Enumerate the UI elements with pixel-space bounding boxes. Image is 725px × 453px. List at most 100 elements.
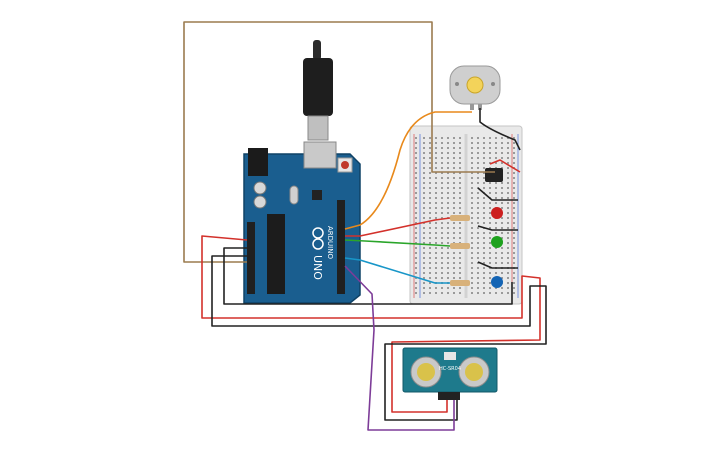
breadboard-hole bbox=[501, 222, 503, 224]
breadboard-hole bbox=[423, 182, 425, 184]
breadboard-hole bbox=[471, 237, 473, 239]
breadboard-hole bbox=[441, 202, 443, 204]
breadboard-hole bbox=[489, 202, 491, 204]
breadboard-hole bbox=[429, 252, 431, 254]
breadboard-hole bbox=[453, 272, 455, 274]
breadboard-hole bbox=[459, 142, 461, 144]
breadboard-hole bbox=[513, 232, 515, 234]
wire-orange bbox=[344, 111, 472, 230]
breadboard-hole bbox=[471, 192, 473, 194]
breadboard-hole bbox=[441, 232, 443, 234]
breadboard-hole bbox=[423, 257, 425, 259]
breadboard-hole bbox=[447, 277, 449, 279]
breadboard-hole bbox=[447, 262, 449, 264]
breadboard-hole bbox=[495, 162, 497, 164]
breadboard-hole bbox=[507, 162, 509, 164]
breadboard-hole bbox=[447, 247, 449, 249]
breadboard-hole bbox=[459, 182, 461, 184]
breadboard-hole bbox=[453, 267, 455, 269]
breadboard-hole bbox=[489, 232, 491, 234]
breadboard-hole bbox=[501, 202, 503, 204]
breadboard-hole bbox=[513, 142, 515, 144]
breadboard-hole bbox=[435, 152, 437, 154]
breadboard-hole bbox=[429, 212, 431, 214]
breadboard-hole bbox=[415, 292, 417, 294]
breadboard-hole bbox=[513, 137, 515, 139]
breadboard-hole bbox=[507, 157, 509, 159]
breadboard-hole bbox=[477, 227, 479, 229]
breadboard-hole bbox=[489, 242, 491, 244]
wire-brown bbox=[183, 21, 495, 263]
breadboard-hole bbox=[453, 152, 455, 154]
breadboard-hole bbox=[447, 162, 449, 164]
led-green bbox=[491, 236, 503, 248]
resistor-blue-channel bbox=[450, 280, 470, 286]
breadboard-hole bbox=[513, 282, 515, 284]
breadboard-hole bbox=[507, 192, 509, 194]
breadboard-hole bbox=[513, 272, 515, 274]
breadboard-hole bbox=[441, 267, 443, 269]
breadboard-hole bbox=[423, 167, 425, 169]
breadboard-hole bbox=[489, 187, 491, 189]
breadboard-hole bbox=[483, 182, 485, 184]
breadboard-hole bbox=[415, 217, 417, 219]
breadboard-hole bbox=[513, 227, 515, 229]
breadboard-hole bbox=[507, 142, 509, 144]
breadboard-hole bbox=[507, 257, 509, 259]
breadboard-hole bbox=[501, 292, 503, 294]
breadboard-hole bbox=[423, 252, 425, 254]
breadboard-hole bbox=[477, 292, 479, 294]
breadboard-hole bbox=[477, 147, 479, 149]
breadboard-hole bbox=[513, 192, 515, 194]
breadboard-hole bbox=[435, 227, 437, 229]
breadboard-hole bbox=[453, 162, 455, 164]
breadboard-hole bbox=[483, 277, 485, 279]
breadboard-hole bbox=[471, 152, 473, 154]
breadboard-hole bbox=[495, 222, 497, 224]
breadboard-hole bbox=[435, 147, 437, 149]
breadboard-hole bbox=[483, 162, 485, 164]
breadboard-hole bbox=[423, 232, 425, 234]
breadboard-hole bbox=[435, 192, 437, 194]
breadboard-hole bbox=[513, 252, 515, 254]
breadboard-hole bbox=[507, 292, 509, 294]
breadboard-hole bbox=[495, 247, 497, 249]
breadboard-hole bbox=[471, 282, 473, 284]
breadboard-hole bbox=[471, 277, 473, 279]
breadboard-hole bbox=[459, 262, 461, 264]
breadboard-hole bbox=[483, 247, 485, 249]
breadboard-hole bbox=[477, 167, 479, 169]
breadboard-hole bbox=[471, 207, 473, 209]
breadboard-hole bbox=[477, 177, 479, 179]
breadboard-hole bbox=[477, 282, 479, 284]
breadboard-hole bbox=[513, 157, 515, 159]
breadboard-hole bbox=[453, 177, 455, 179]
breadboard-hole bbox=[441, 252, 443, 254]
breadboard-hole bbox=[477, 137, 479, 139]
breadboard-hole bbox=[477, 272, 479, 274]
breadboard-hole bbox=[483, 257, 485, 259]
breadboard-hole bbox=[477, 257, 479, 259]
breadboard-hole bbox=[459, 222, 461, 224]
breadboard-hole bbox=[477, 217, 479, 219]
breadboard-hole bbox=[495, 142, 497, 144]
breadboard-hole bbox=[507, 137, 509, 139]
breadboard-hole bbox=[423, 157, 425, 159]
breadboard-hole bbox=[501, 162, 503, 164]
breadboard-hole bbox=[429, 177, 431, 179]
breadboard-hole bbox=[453, 227, 455, 229]
breadboard-hole bbox=[415, 257, 417, 259]
breadboard-hole bbox=[423, 272, 425, 274]
breadboard-hole bbox=[489, 277, 491, 279]
breadboard-hole bbox=[513, 212, 515, 214]
breadboard-hole bbox=[429, 152, 431, 154]
resistor-green-channel bbox=[450, 243, 470, 249]
breadboard-hole bbox=[471, 177, 473, 179]
wire-jumper-1 bbox=[477, 187, 518, 201]
breadboard-hole bbox=[435, 247, 437, 249]
breadboard-hole bbox=[441, 257, 443, 259]
breadboard-hole bbox=[429, 232, 431, 234]
breadboard-hole bbox=[423, 287, 425, 289]
breadboard-hole bbox=[415, 272, 417, 274]
breadboard-hole bbox=[429, 247, 431, 249]
